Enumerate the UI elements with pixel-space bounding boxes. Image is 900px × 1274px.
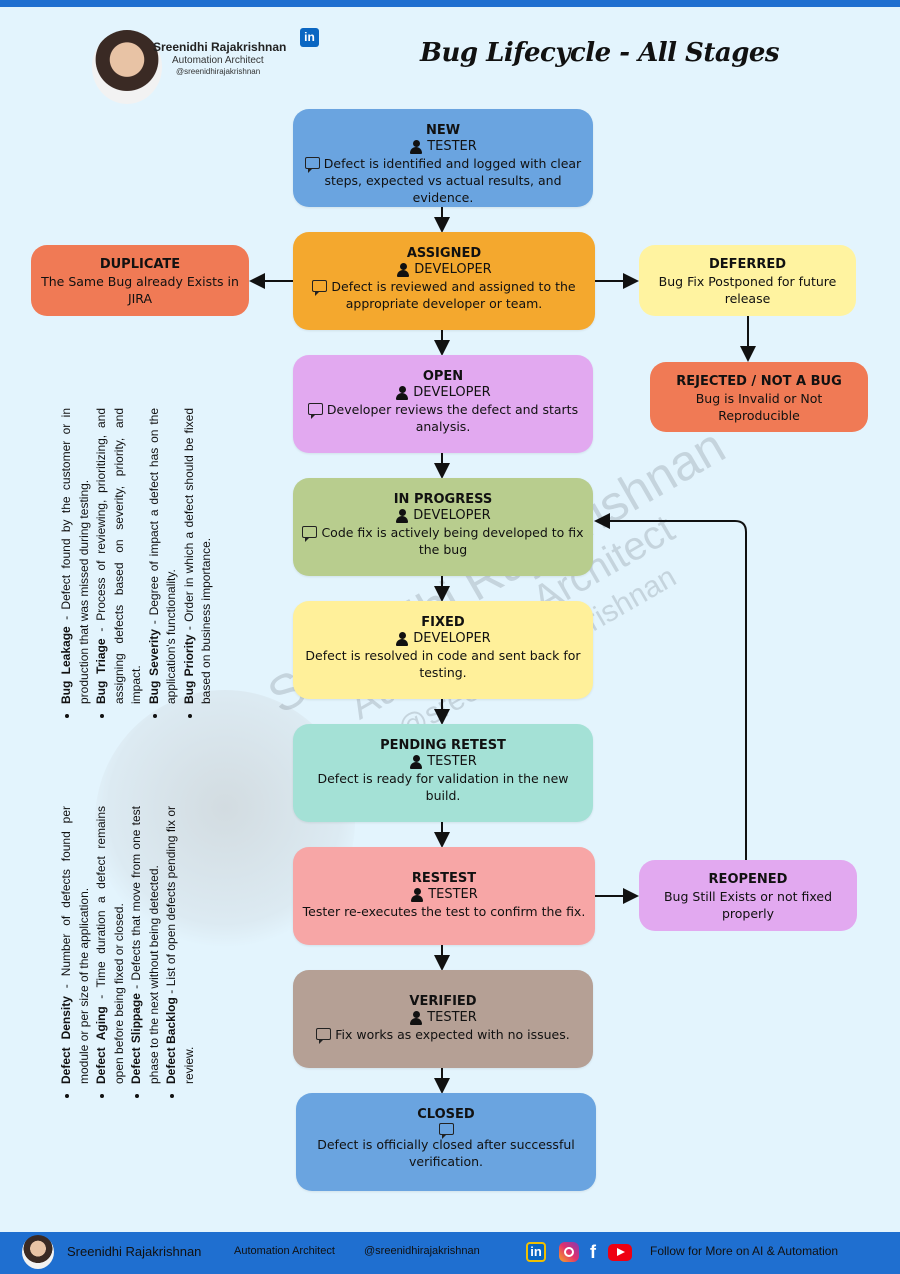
stage-description: Defect is reviewed and assigned to the a… xyxy=(331,279,575,311)
state-title: DEFERRED xyxy=(639,257,856,272)
stage-closed: CLOSED Defect is officially closed after… xyxy=(296,1093,596,1191)
stage-role: DEVELOPER xyxy=(414,262,491,277)
comment-icon xyxy=(316,1028,331,1040)
person-icon xyxy=(410,888,424,902)
person-icon xyxy=(396,263,410,277)
stage-role: TESTER xyxy=(427,1010,477,1025)
glossary-item: Bug Triage - Process of reviewing, prior… xyxy=(93,408,146,704)
glossary-lower: Defect Density - Number of defects found… xyxy=(58,806,198,1098)
stage-title: RESTEST xyxy=(293,871,595,886)
stage-description: Tester re-executes the test to confirm t… xyxy=(293,903,595,920)
state-title: REOPENED xyxy=(639,872,857,887)
state-description: The Same Bug already Exists in JIRA xyxy=(31,273,249,307)
youtube-icon[interactable] xyxy=(608,1244,632,1261)
state-title: DUPLICATE xyxy=(31,257,249,272)
state-deferred: DEFERRED Bug Fix Postponed for future re… xyxy=(639,245,856,316)
stage-title: VERIFIED xyxy=(293,994,593,1009)
stage-in-progress: IN PROGRESS DEVELOPER Code fix is active… xyxy=(293,478,593,576)
stage-title: NEW xyxy=(293,123,593,138)
stage-description: Defect is officially closed after succes… xyxy=(296,1136,596,1170)
instagram-icon[interactable] xyxy=(559,1242,579,1262)
stage-title: PENDING RETEST xyxy=(293,738,593,753)
stage-role: DEVELOPER xyxy=(413,385,490,400)
comment-icon xyxy=(312,280,327,292)
facebook-icon[interactable]: f xyxy=(587,1242,599,1262)
glossary-upper: Bug Leakage - Defect found by the custom… xyxy=(58,408,216,718)
person-icon xyxy=(409,1011,423,1025)
stage-role: DEVELOPER xyxy=(413,508,490,523)
stage-title: ASSIGNED xyxy=(293,246,595,261)
stage-role: TESTER xyxy=(428,887,478,902)
glossary-item: Bug Severity - Degree of impact a defect… xyxy=(146,408,181,704)
stage-title: FIXED xyxy=(293,615,593,630)
person-icon xyxy=(409,140,423,154)
stage-retest: RESTEST TESTER Tester re-executes the te… xyxy=(293,847,595,945)
state-title: REJECTED / NOT A BUG xyxy=(650,374,868,389)
stage-title: OPEN xyxy=(293,369,593,384)
glossary-item: Bug Priority - Order in which a defect s… xyxy=(181,408,216,704)
glossary-item: Defect Backlog - List of open defects pe… xyxy=(163,806,198,1084)
person-icon xyxy=(409,755,423,769)
glossary-item: Defect Aging - Time duration a defect re… xyxy=(93,806,128,1084)
state-description: Bug Still Exists or not fixed properly xyxy=(639,888,857,922)
state-reopened: REOPENED Bug Still Exists or not fixed p… xyxy=(639,860,857,931)
state-description: Bug Fix Postponed for future release xyxy=(639,273,856,307)
stage-assigned: ASSIGNED DEVELOPER Defect is reviewed an… xyxy=(293,232,595,330)
state-description: Bug is Invalid or Not Reproducible xyxy=(650,390,868,424)
glossary-item: Bug Leakage - Defect found by the custom… xyxy=(58,408,93,704)
stage-new: NEW TESTER Defect is identified and logg… xyxy=(293,109,593,207)
stage-role: DEVELOPER xyxy=(413,631,490,646)
stage-open: OPEN DEVELOPER Developer reviews the def… xyxy=(293,355,593,453)
state-rejected: REJECTED / NOT A BUG Bug is Invalid or N… xyxy=(650,362,868,432)
follow-text: Follow for More on AI & Automation xyxy=(650,1244,838,1258)
stage-title: CLOSED xyxy=(296,1107,596,1122)
comment-icon xyxy=(308,403,323,415)
stage-description: Developer reviews the defect and starts … xyxy=(327,402,578,434)
stage-role: TESTER xyxy=(427,754,477,769)
stage-pending-retest: PENDING RETEST TESTER Defect is ready fo… xyxy=(293,724,593,822)
footer-role: Automation Architect xyxy=(234,1245,335,1257)
footer-bar: Sreenidhi Rajakrishnan Automation Archit… xyxy=(0,1232,900,1274)
person-icon xyxy=(395,632,409,646)
comment-icon xyxy=(439,1123,454,1135)
state-duplicate: DUPLICATE The Same Bug already Exists in… xyxy=(31,245,249,316)
stage-description: Fix works as expected with no issues. xyxy=(335,1027,570,1042)
person-icon xyxy=(395,386,409,400)
stage-description: Defect is resolved in code and sent back… xyxy=(293,647,593,681)
stage-title: IN PROGRESS xyxy=(293,492,593,507)
linkedin-icon[interactable]: in xyxy=(526,1242,546,1262)
stage-description: Code fix is actively being developed to … xyxy=(321,525,583,557)
stage-description: Defect is ready for validation in the ne… xyxy=(293,770,593,804)
glossary-item: Defect Slippage - Defects that move from… xyxy=(128,806,163,1084)
footer-avatar xyxy=(22,1235,54,1269)
stage-fixed: FIXED DEVELOPER Defect is resolved in co… xyxy=(293,601,593,699)
footer-handle: @sreenidhirajakrishnan xyxy=(364,1245,480,1257)
comment-icon xyxy=(305,157,320,169)
person-icon xyxy=(395,509,409,523)
glossary-item: Defect Density - Number of defects found… xyxy=(58,806,93,1084)
stage-role: TESTER xyxy=(427,139,477,154)
comment-icon xyxy=(302,526,317,538)
footer-name: Sreenidhi Rajakrishnan xyxy=(67,1244,201,1259)
stage-description: Defect is identified and logged with cle… xyxy=(324,156,581,205)
stage-verified: VERIFIED TESTER Fix works as expected wi… xyxy=(293,970,593,1068)
